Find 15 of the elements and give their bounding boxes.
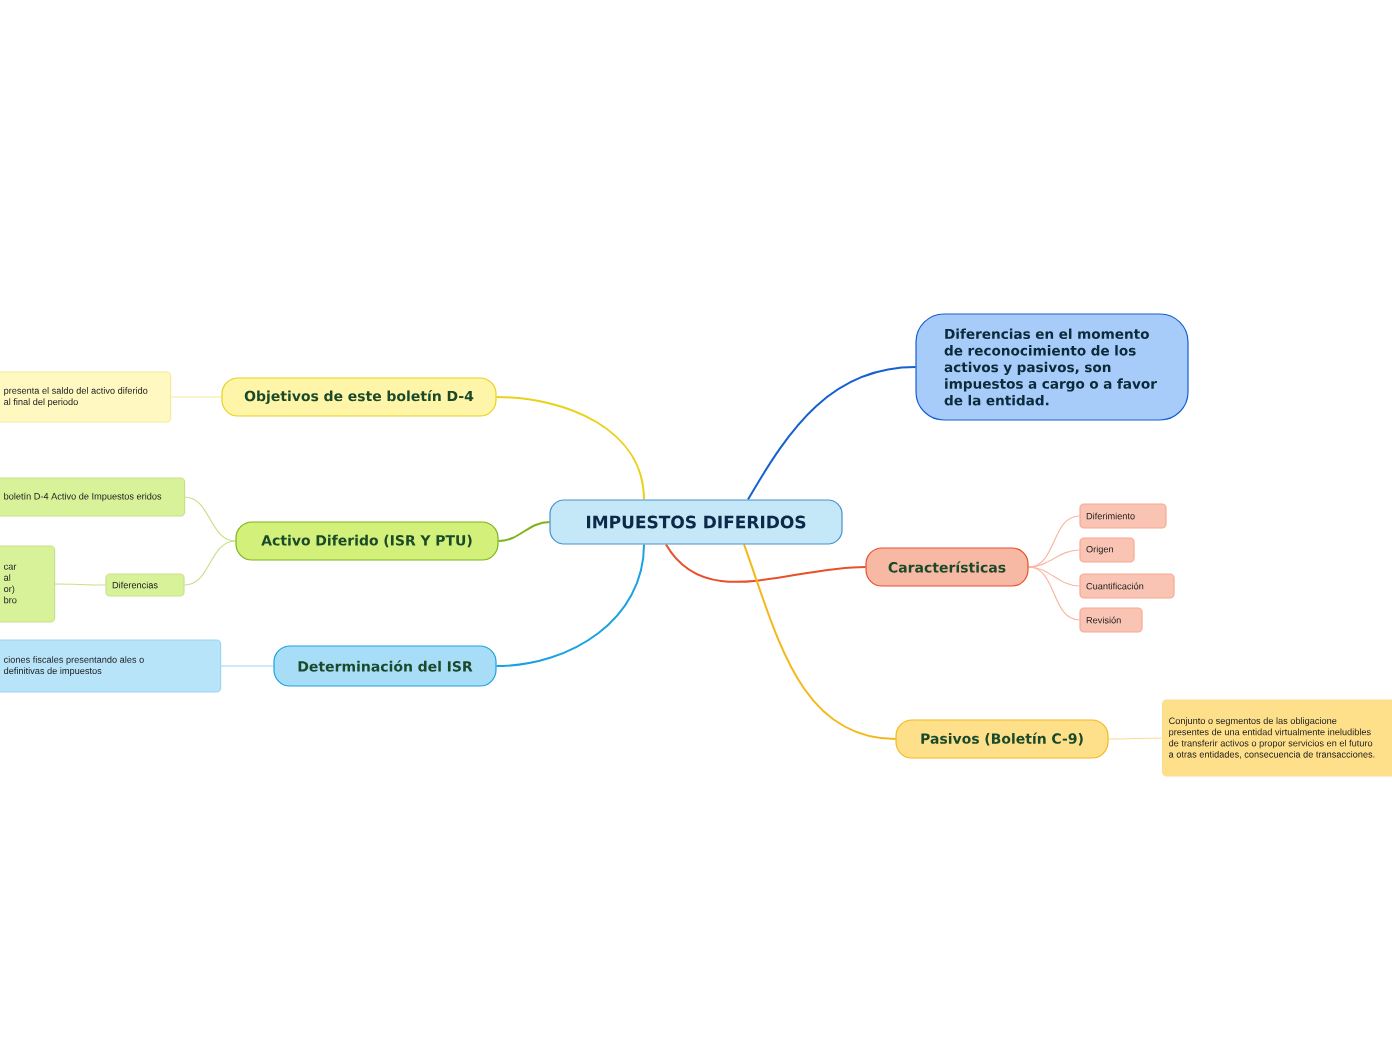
connector — [53, 583, 107, 586]
connector — [1027, 549, 1081, 568]
connector — [183, 540, 237, 586]
connector — [665, 543, 867, 583]
connector — [169, 396, 223, 398]
connector — [495, 543, 645, 667]
connector — [183, 496, 237, 542]
connector — [495, 396, 645, 501]
connector — [1027, 566, 1081, 621]
connector — [743, 543, 897, 740]
connector — [497, 521, 551, 542]
connector — [747, 366, 917, 501]
connector — [1107, 737, 1163, 740]
connector — [219, 665, 275, 667]
central-topic: IMPUESTOS DIFERIDOS — [549, 499, 843, 545]
